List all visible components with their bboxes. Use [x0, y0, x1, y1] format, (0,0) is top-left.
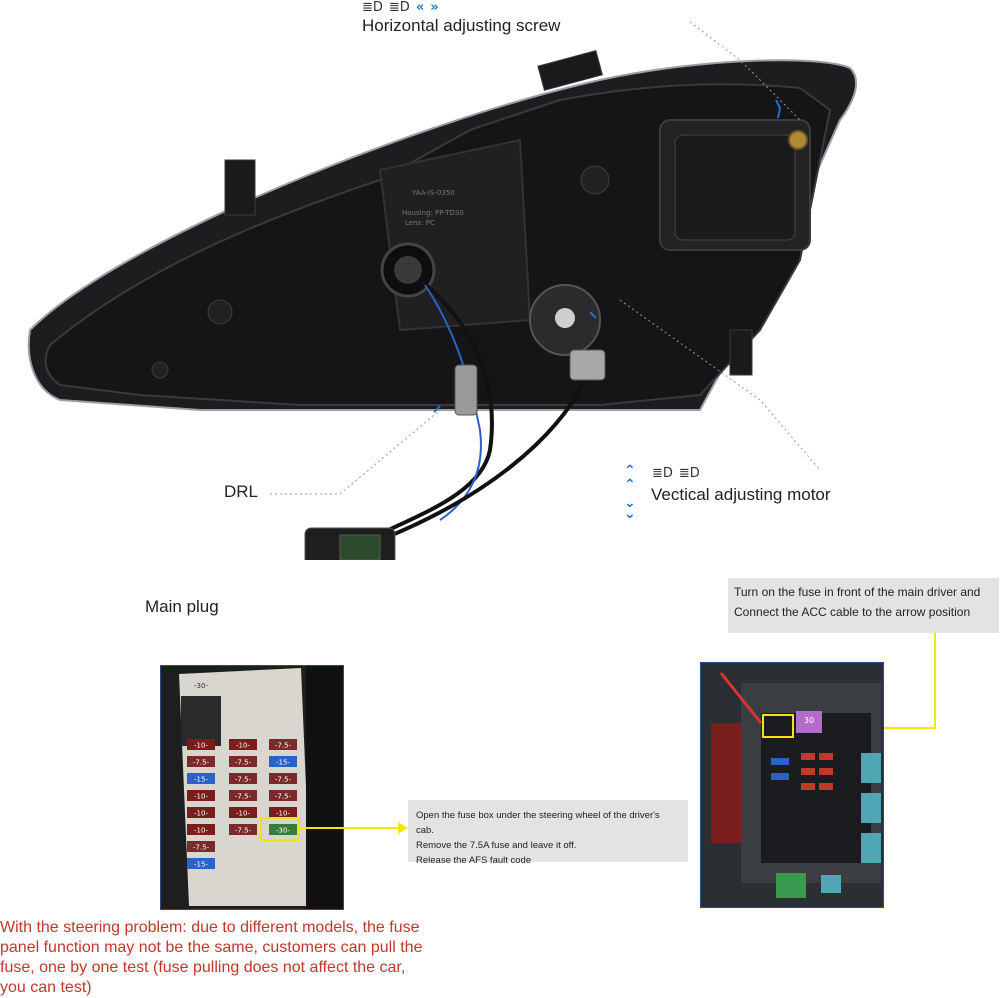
- fuse-label-fuses_a-6: -7.5-: [193, 844, 210, 852]
- low-beam-icon: ≣D: [652, 466, 673, 481]
- fuse-fuses_c-4: [269, 807, 297, 818]
- high-beam-icon: ≣D: [678, 466, 700, 481]
- fuse-label-fuses_b-2: -7.5-: [235, 776, 252, 784]
- fuse-fuses_c-1: [269, 756, 297, 767]
- fuse-label-fuses_c-0: -7.5-: [275, 742, 292, 750]
- label-horizontal-screw: Horizontal adjusting screw: [362, 16, 561, 35]
- fuse-label-fuses_a-3: -10-: [194, 793, 208, 801]
- steering-warning: With the steering problem: due to differ…: [0, 918, 560, 998]
- label-vertical-motor: Vectical adjusting motor: [651, 485, 831, 504]
- warning-line2: panel function may not be the same, cust…: [0, 939, 423, 956]
- fuse-label-fuses_c-2: -7.5-: [275, 776, 292, 784]
- fuse-label-fuses_a-5: -10-: [194, 827, 208, 835]
- fuse-label-fuses_c-3: -7.5-: [275, 793, 292, 801]
- fuse-label-fuses_b-1: -7.5-: [235, 759, 252, 767]
- fuse-label-fuses_b-4: -10-: [236, 810, 250, 818]
- motor-wire: [379, 369, 592, 542]
- fuse-label-fuses_b-3: -7.5-: [235, 793, 252, 801]
- warning-line4: you can test): [0, 979, 92, 996]
- chevron-right-icon: »: [430, 0, 439, 15]
- adjusting-screw: [788, 130, 808, 150]
- drl-connector: [454, 364, 478, 416]
- fuse-fuses_c-5: [269, 824, 297, 835]
- fuse-label-fuses_a-7: -15-: [194, 861, 208, 869]
- fuse-label-fuses_c-1: -15-: [276, 759, 290, 767]
- high-beam-icon: ≣D: [388, 0, 410, 15]
- fuse-fuses_c-0: [269, 739, 297, 750]
- fuse-fuses_a-1: [187, 756, 215, 767]
- motor-connector: [569, 349, 606, 381]
- fuse-label-fuses_a-1: -7.5-: [193, 759, 210, 767]
- fuse-fuses_a-2: [187, 773, 215, 784]
- engine-fuse-box-drawing: 30: [701, 663, 883, 907]
- fuse-fuses_a-4: [187, 807, 215, 818]
- callout-acc-line2: Connect the ACC cable to the arrow posit…: [734, 605, 971, 619]
- fuse-label-fuses_b-5: -7.5-: [235, 827, 252, 835]
- housing-print-line2: Housing: PP-TD30: [402, 209, 464, 217]
- chevron-left-icon: «: [415, 0, 425, 15]
- fuse-fuses_a-5: [187, 824, 215, 835]
- low-beam-icon: ≣D: [362, 0, 383, 15]
- fuse-fuses_a-7: [187, 858, 215, 869]
- callout-fuse-box: Open the fuse box under the steering whe…: [408, 800, 688, 866]
- fuse-label-fuses_b-0: -10-: [236, 742, 250, 750]
- drl-wire: [358, 278, 494, 547]
- fuse-fuses_b-4: [229, 807, 257, 818]
- fuse-fuses_b-0: [229, 739, 257, 750]
- callout-acc: Turn on the fuse in front of the main dr…: [728, 578, 999, 633]
- label-main-plug: Main plug: [145, 597, 219, 616]
- fuse-top-label: -30-: [194, 682, 208, 690]
- housing-print-line1: YAA-IS-0350: [411, 189, 455, 197]
- engine-fuse-box-photo: 30: [700, 662, 884, 908]
- arrow-head-right-icon: [398, 822, 408, 834]
- fuse-panel-photo: -10- -7.5- -15- -10- -10- -10- -7.5- -15- -10- -7…: [160, 665, 344, 910]
- fuse-fuses_b-3: [229, 790, 257, 801]
- callout-fuse-line1: Open the fuse box under the steering whe…: [416, 810, 660, 836]
- callout-fuse-line2: Remove the 7.5A fuse and leave it off.: [416, 840, 577, 851]
- vertical-icons: ≣D ≣D: [652, 466, 700, 481]
- fuse-label-fuses_a-2: -15-: [194, 776, 208, 784]
- warning-line3: fuse, one by one test (fuse pulling does…: [0, 959, 406, 976]
- fuse-panel-drawing: -10- -7.5- -15- -10- -10- -10- -7.5- -15- -10- -7…: [161, 666, 343, 909]
- fuse-label-fuses_c-4: -10-: [276, 810, 290, 818]
- fuse-label-fuses_a-4: -10-: [194, 810, 208, 818]
- label-drl: DRL: [224, 482, 259, 501]
- fuse-fuses_c-2: [269, 773, 297, 784]
- fuse-fuses_a-6: [187, 841, 215, 852]
- fuse-fuses_b-2: [229, 773, 257, 784]
- fuse-30a-label: 30: [804, 716, 814, 725]
- fuse-30a: [796, 711, 822, 733]
- fuse-label-fuses_a-0: -10-: [194, 742, 208, 750]
- fuse-fuses_a-3: [187, 790, 215, 801]
- callout-acc-line1: Turn on the fuse in front of the main dr…: [734, 585, 981, 599]
- horizontal-icons: ≣D ≣D « »: [362, 0, 439, 15]
- chevron-up-icon: ⌃⌃: [624, 463, 636, 493]
- fuse-fuses_a-0: [187, 739, 215, 750]
- fuse-fuses_b-1: [229, 756, 257, 767]
- callout-fuse-line3: Release the AFS fault code: [416, 855, 532, 866]
- chevron-down-icon: ⌄⌄: [624, 495, 636, 522]
- headlamp-illustration: YAA-IS-0350 Housing: PP-TD30 Lens: PC: [27, 21, 858, 560]
- fuse-fuses_c-3: [269, 790, 297, 801]
- fuse-label-fuses_c-5: -30-: [276, 827, 290, 835]
- housing-print-line3: Lens: PC: [405, 219, 435, 227]
- warning-line1: With the steering problem: due to differ…: [0, 919, 420, 936]
- fuse-fuses_b-5: [229, 824, 257, 835]
